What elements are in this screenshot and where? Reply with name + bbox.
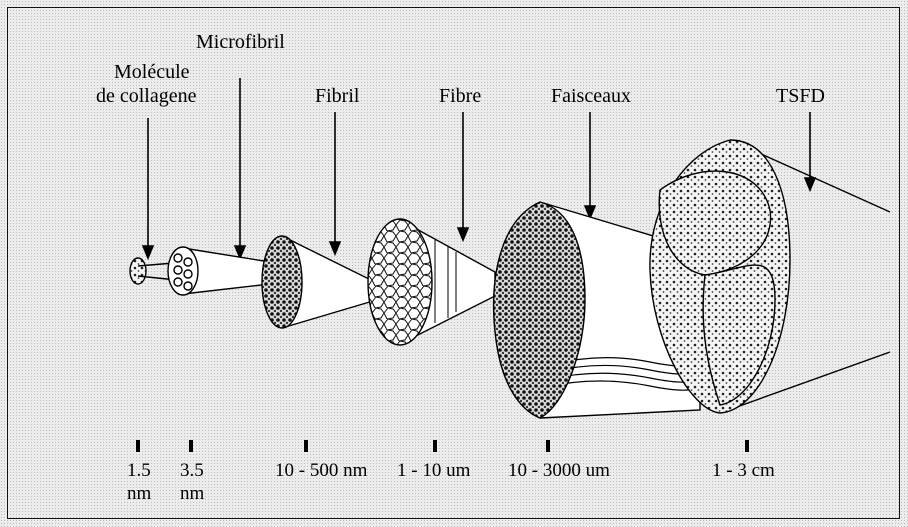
label-molecule-line1: Molécule — [114, 61, 190, 84]
label-molecule-line2: de collagene — [96, 85, 197, 108]
label-fibre: Fibre — [439, 85, 481, 108]
scale-value: 1 - 10 um — [397, 460, 470, 482]
scale-ticks — [138, 440, 747, 452]
label-fibril: Fibril — [315, 85, 359, 108]
fibril-shape — [262, 236, 383, 328]
scale-unit: nm — [127, 483, 151, 505]
label-microfibril: Microfibril — [196, 31, 285, 54]
label-tsfd: TSFD — [776, 85, 825, 108]
scale-value: 1.5 — [127, 460, 151, 482]
microfibril-shape — [168, 247, 270, 295]
scale-unit: nm — [180, 483, 204, 505]
scale-value: 10 - 3000 um — [508, 460, 610, 482]
fibre-shape — [368, 219, 495, 345]
scale-value: 10 - 500 nm — [275, 460, 367, 482]
tsfd-shape — [650, 140, 890, 413]
scale-value: 1 - 3 cm — [712, 460, 775, 482]
scale-value: 3.5 — [180, 460, 204, 482]
label-faisceaux: Faisceaux — [551, 85, 631, 108]
